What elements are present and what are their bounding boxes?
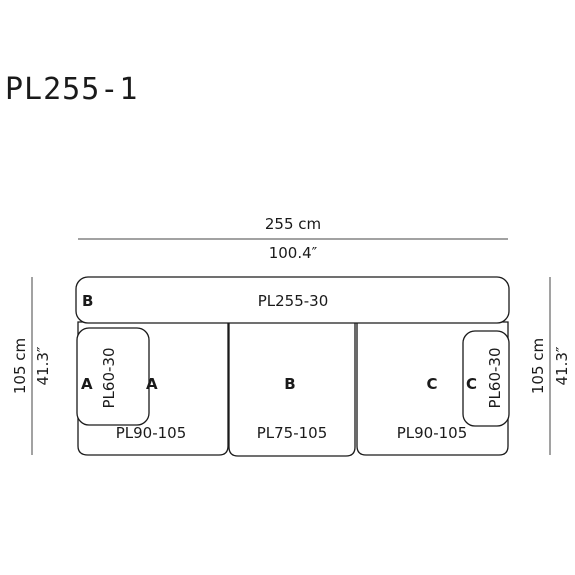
width-cm: 255 cm: [265, 215, 321, 233]
seat-middle-letter: B: [284, 375, 295, 393]
seat-right-code: PL90-105: [397, 424, 468, 442]
seat-left-letter: A: [146, 375, 158, 393]
right-side-cushion: [462, 330, 510, 427]
seat-middle-code: PL75-105: [257, 424, 328, 442]
left-cushion-code: PL60-30: [100, 348, 118, 409]
model-title: PL255-1: [5, 72, 138, 107]
width-in: 100.4″: [269, 244, 318, 262]
seat-right-letter: C: [426, 375, 437, 393]
seat-middle-module: [228, 321, 356, 457]
right-depth-cm: 105 cm: [529, 338, 547, 394]
left-depth-in: 41.3″: [34, 346, 52, 385]
right-depth-in: 41.3″: [553, 346, 571, 385]
left-cushion-letter: A: [81, 375, 93, 393]
right-cushion-code: PL60-30: [486, 348, 504, 409]
left-side-cushion: [76, 327, 150, 426]
right-cushion-letter: C: [466, 375, 477, 393]
back-code: PL255-30: [258, 292, 329, 310]
left-depth-cm: 105 cm: [11, 338, 29, 394]
back-cushion: [75, 276, 510, 324]
back-letter: B: [82, 292, 93, 310]
seat-left-code: PL90-105: [116, 424, 187, 442]
